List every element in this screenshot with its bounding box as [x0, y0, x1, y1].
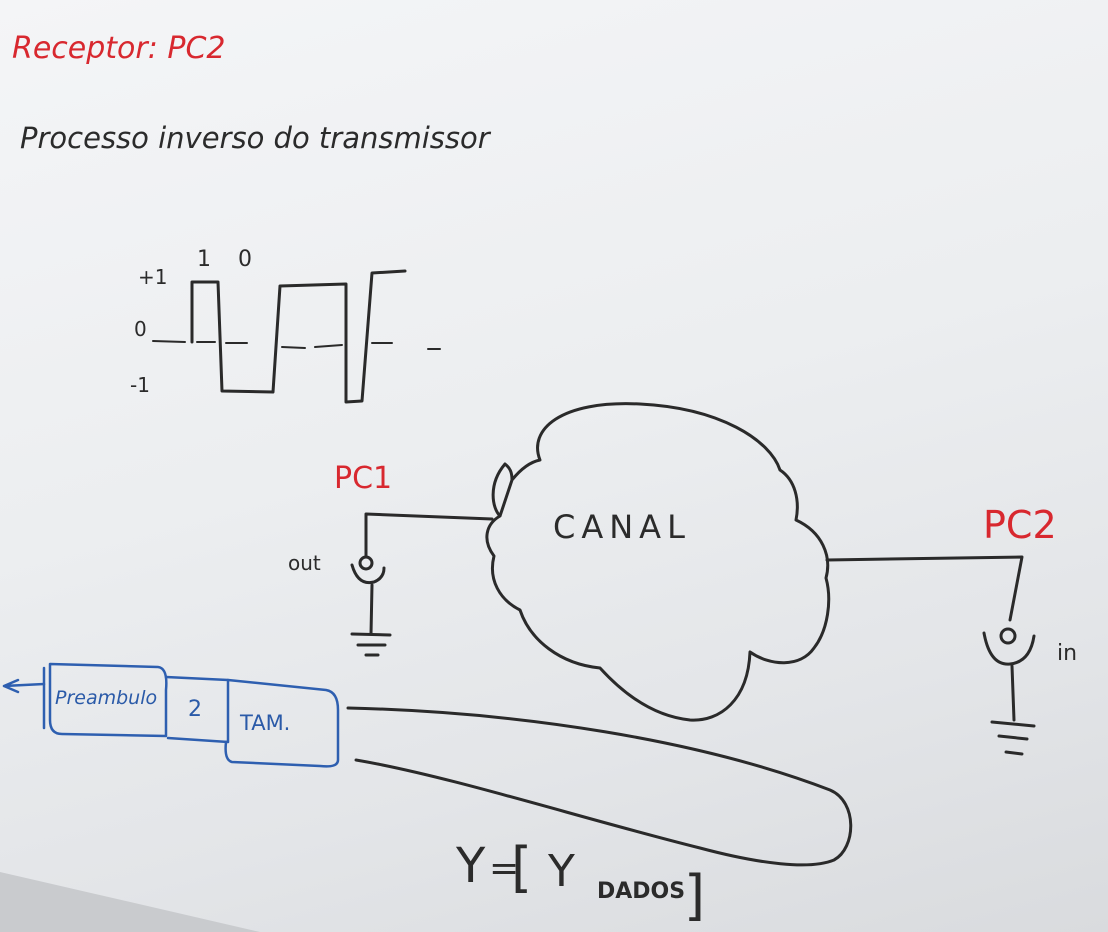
in-port-label: in: [1057, 641, 1077, 666]
frame-field-tam: TAM.: [239, 711, 290, 735]
pc2-label: PC2: [983, 503, 1057, 547]
pc1-label: PC1: [334, 461, 392, 496]
frame-structure: [2, 662, 340, 768]
level-low-label: -1: [130, 373, 150, 397]
level-zero-label: 0: [134, 317, 147, 341]
pc1-ground-icon: [350, 632, 392, 657]
formula-left: Y: [455, 838, 486, 894]
pc2-connector-cup: [982, 631, 1036, 666]
channel-label: CANAL: [553, 508, 691, 546]
board-frame-edge: [0, 872, 260, 932]
formula-open-bracket: [: [511, 836, 532, 899]
level-high-label: +1: [138, 265, 167, 289]
bit-1-label: 1: [197, 247, 211, 272]
frame-field-2: 2: [188, 697, 202, 722]
formula-dados: DADOS: [597, 879, 685, 904]
channel-cloud: [485, 402, 831, 722]
subtitle-text: Processo inverso do transmissor: [20, 121, 492, 155]
title-text: Receptor: PC2: [12, 31, 226, 66]
payload-loop: [346, 706, 853, 867]
frame-field-preambulo: Preambulo: [55, 687, 157, 709]
formula-close-bracket: ]: [684, 864, 705, 927]
bit-0-label: 0: [238, 247, 252, 272]
pc2-connector-dot: [999, 627, 1017, 645]
formula-equals: =: [489, 848, 519, 889]
zero-level-dashes: [152, 340, 441, 350]
pc1-connector-cup: [350, 563, 386, 585]
square-waveform: [190, 269, 407, 404]
out-port-label: out: [288, 551, 321, 575]
pc1-wire: [364, 512, 494, 558]
pc2-wire: [825, 555, 1024, 622]
formula-inner-y: Y: [547, 846, 575, 897]
pc2-ground-stem: [1010, 664, 1016, 722]
pc1-connector-dot: [358, 555, 374, 571]
pc2-ground-icon: [990, 720, 1036, 756]
pc1-ground-stem: [369, 583, 374, 636]
